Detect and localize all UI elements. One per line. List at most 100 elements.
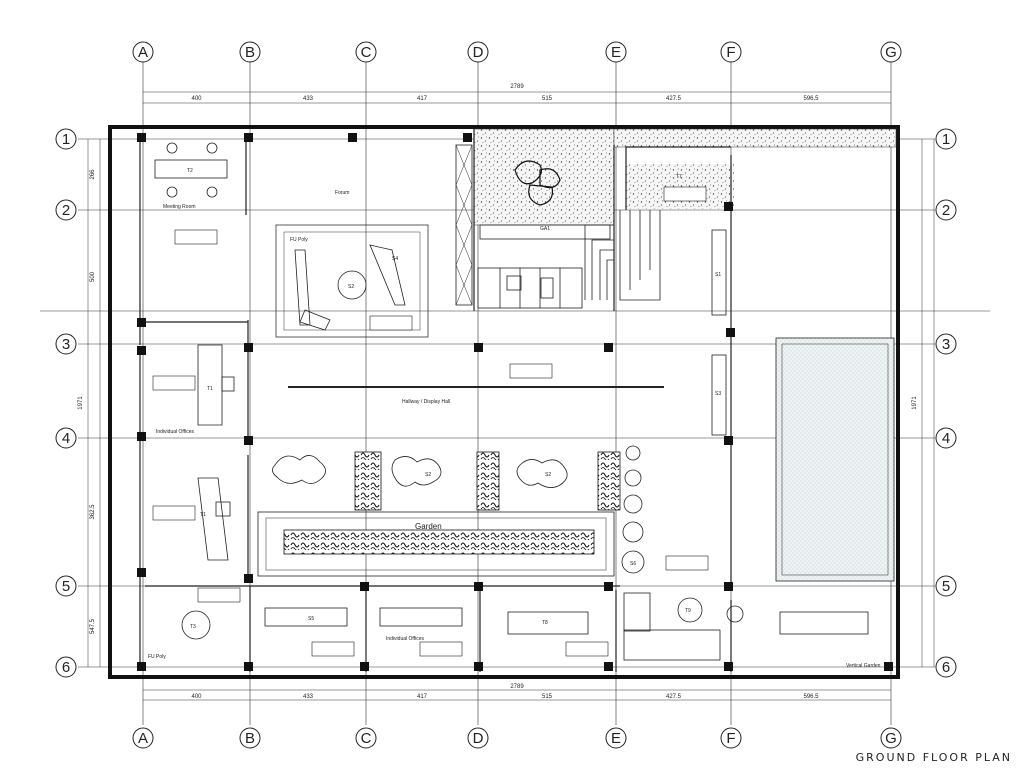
col-bubble-bottom-f-label: F xyxy=(726,730,735,747)
row-bubble-left-6-label: 6 xyxy=(62,659,70,676)
row-bubble-left-1-label: 1 xyxy=(62,131,70,148)
col-bubble-top-d-label: D xyxy=(473,44,484,61)
col-bubble-bottom-c-circle xyxy=(355,727,377,749)
row-bubble-left-4-label: 4 xyxy=(62,430,70,447)
col-bubble-bottom-b-circle xyxy=(239,727,261,749)
total-height-left: 1971 xyxy=(78,396,84,410)
col-dim-top-2: 417 xyxy=(417,96,428,102)
col-dim-bottom-0: 400 xyxy=(191,694,202,700)
tag-ga1: GA1 xyxy=(540,226,550,232)
col-bubble-top-a-circle xyxy=(132,41,154,63)
col-bubble-top-g-circle xyxy=(880,41,902,63)
tag-s3: S3 xyxy=(715,391,721,397)
tag-s2c: S2 xyxy=(545,472,551,478)
row-bubble-right-4-circle xyxy=(935,427,957,449)
row-bubble-right-5-label: 5 xyxy=(942,578,950,595)
label-fu-poly-bottom: FU Poly xyxy=(148,654,166,660)
stair-column xyxy=(455,144,473,306)
row-bubble-left-3-circle xyxy=(55,333,77,355)
gravel-courtyard xyxy=(473,128,615,226)
row-bubble-left-1-circle xyxy=(55,128,77,150)
tag-t3: T3 xyxy=(190,624,196,630)
pool-inner xyxy=(781,343,889,576)
row-bubble-right-2-label: 2 xyxy=(942,202,950,219)
row-dim-left-3: 362.5 xyxy=(90,504,96,520)
col-dim-bottom-4: 427.5 xyxy=(666,694,682,700)
gravel-strip xyxy=(613,128,897,148)
col-bubble-top-b-circle xyxy=(239,41,261,63)
col-bubble-top-b-label: B xyxy=(245,44,255,61)
total-width-top: 2789 xyxy=(510,84,524,90)
col-bubble-top-c-label: C xyxy=(361,44,372,61)
garden-bed-outer xyxy=(257,511,615,577)
forum-inner xyxy=(283,231,421,331)
right-benches xyxy=(711,229,727,436)
forum-platform xyxy=(275,224,429,338)
forum-seating xyxy=(294,244,406,331)
row-dims-left: 266 500 362.5 547.5 xyxy=(90,169,96,634)
display-islands xyxy=(272,455,568,488)
outer-wall xyxy=(108,125,900,679)
col-dim-bottom-2: 417 xyxy=(417,694,428,700)
tag-t8: T8 xyxy=(542,620,548,626)
row-bubble-left-4-circle xyxy=(55,427,77,449)
tag-t9: T9 xyxy=(685,608,691,614)
col-bubble-bottom-g-label: G xyxy=(885,730,897,747)
row-dim-left-1: 500 xyxy=(90,271,96,282)
col-bubble-bottom-f-circle xyxy=(720,727,742,749)
label-fu-poly-top: FU Poly xyxy=(290,237,308,243)
col-bubble-bottom-d-label: D xyxy=(473,730,484,747)
label-forum: Forum xyxy=(335,190,349,196)
col-dim-top-5: 596.5 xyxy=(803,96,819,102)
staircase xyxy=(477,210,661,309)
drawing-title: GROUND FLOOR PLAN xyxy=(856,751,1012,764)
col-bubble-top-c-circle xyxy=(355,41,377,63)
tag-s2: S2 xyxy=(348,284,354,290)
col-dim-bottom-1: 433 xyxy=(303,694,314,700)
tag-s6: S6 xyxy=(630,561,636,567)
garden-hedge xyxy=(283,529,595,555)
col-bubble-bottom-a-circle xyxy=(132,727,154,749)
dimension-lines xyxy=(87,91,935,701)
tag-s5: S5 xyxy=(308,616,314,622)
col-dim-top-0: 400 xyxy=(191,96,202,102)
row-bubble-left-3-label: 3 xyxy=(62,336,70,353)
total-width-bottom: 2789 xyxy=(510,684,524,690)
bottom-desks xyxy=(264,592,869,661)
tag-t2: T2 xyxy=(187,168,193,174)
row-bubble-right-4-label: 4 xyxy=(942,430,950,447)
row-bubble-left-2-circle xyxy=(55,199,77,221)
total-height-right: 1971 xyxy=(912,396,918,410)
col-dim-top-1: 433 xyxy=(303,96,314,102)
structural-columns xyxy=(137,133,893,671)
col-bubble-bottom-e-label: E xyxy=(611,730,621,747)
row-dim-left-4: 547.5 xyxy=(90,618,96,634)
col-bubble-top-a-label: A xyxy=(138,44,148,61)
row-bubble-right-6-label: 6 xyxy=(942,659,950,676)
col-dim-bottom-5: 596.5 xyxy=(803,694,819,700)
col-bubble-top-f-label: F xyxy=(726,44,735,61)
spec-tags xyxy=(152,186,709,657)
col-bubble-top-f-circle xyxy=(720,41,742,63)
row-bubble-right-1-circle xyxy=(935,128,957,150)
gravel-patch xyxy=(626,164,734,209)
tag-t7: T7 xyxy=(676,174,682,180)
col-bubble-bottom-d-circle xyxy=(467,727,489,749)
col-bubble-top-e-circle xyxy=(605,41,627,63)
interior-walls xyxy=(139,129,732,672)
col-dim-top-3: 515 xyxy=(542,96,553,102)
row-dim-left-0: 266 xyxy=(90,169,96,180)
label-meeting-room: Meeting Room xyxy=(163,204,196,210)
col-bubble-top-e-label: E xyxy=(611,44,621,61)
row-bubble-left-2-label: 2 xyxy=(62,202,70,219)
row-bubble-right-2-circle xyxy=(935,199,957,221)
col-bubble-bottom-b-label: B xyxy=(245,730,255,747)
row-bubble-right-3-circle xyxy=(935,333,957,355)
